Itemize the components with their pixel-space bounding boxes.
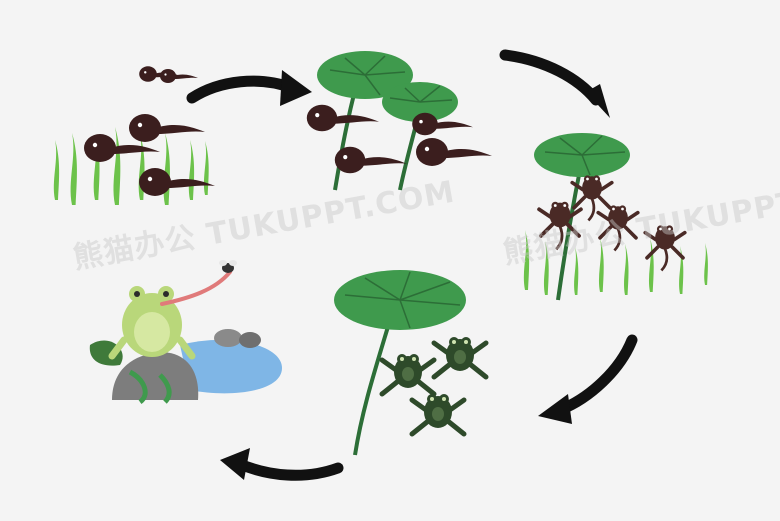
froglets-under-lotus-icon — [523, 133, 708, 301]
arrow-1-icon — [186, 75, 298, 104]
young-frogs-under-lotus-icon — [334, 270, 486, 456]
frog-on-rock-catching-fly-icon — [89, 260, 282, 405]
tadpoles-in-grass-icon — [53, 66, 215, 205]
arrow-2-icon — [499, 49, 602, 106]
arrow-3-icon — [554, 334, 638, 416]
arrow-4-icon — [234, 458, 344, 481]
tadpoles-under-lotus-icon — [306, 51, 492, 191]
